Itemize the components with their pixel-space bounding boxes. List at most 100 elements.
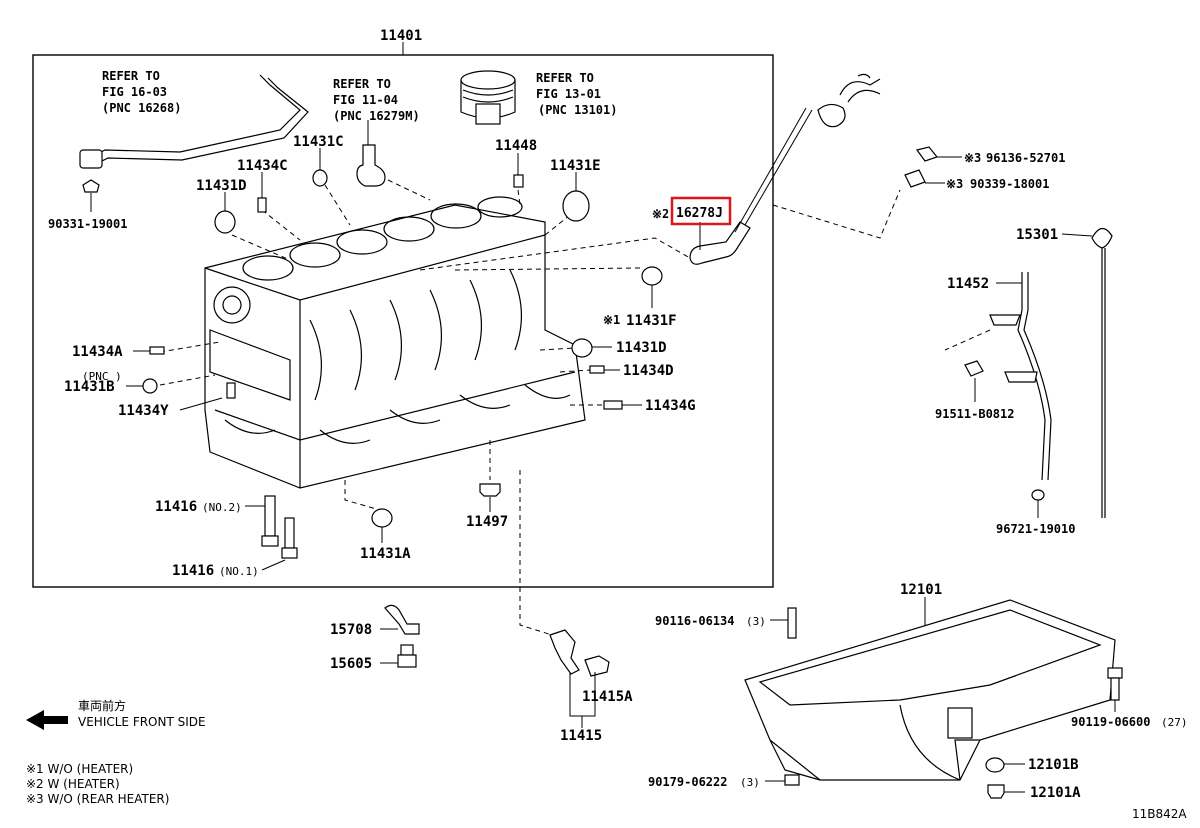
plug-11431C xyxy=(312,169,328,187)
cup-11431A xyxy=(371,508,393,528)
bolt-11416-no2 xyxy=(261,495,279,547)
pin-11434C xyxy=(257,197,267,213)
hose-elbow-16278J xyxy=(689,221,751,265)
label-11431D-top[interactable]: 11431D xyxy=(196,178,247,194)
pin-11434Y xyxy=(226,382,236,399)
label-90119-06600[interactable]: 90119-06600 xyxy=(1071,715,1150,729)
label-11416-no2[interactable]: 11416 xyxy=(155,499,197,515)
oil-pan-12101 xyxy=(744,599,1116,781)
dipstick-15301 xyxy=(1091,227,1113,518)
cup-11431F xyxy=(641,266,663,286)
arrow-left-icon xyxy=(26,710,68,730)
cup-11431B xyxy=(142,378,158,394)
label-11416-no2-suffix: (NO.2) xyxy=(202,501,242,514)
refer-pipe-16268 xyxy=(84,74,301,161)
front-side-english: VEHICLE FRONT SIDE xyxy=(78,715,206,729)
pin-11448 xyxy=(513,174,524,188)
drain-plug-12101A xyxy=(987,784,1005,799)
label-11434Y[interactable]: 11434Y xyxy=(118,403,169,419)
label-12101A[interactable]: 12101A xyxy=(1030,785,1081,801)
pin-11434D xyxy=(589,365,605,374)
label-15708[interactable]: 15708 xyxy=(330,622,372,638)
highlight-box-16278J xyxy=(670,196,732,226)
label-90339-18001[interactable]: 90339-18001 xyxy=(970,177,1049,191)
hose-clamp xyxy=(817,103,846,128)
mark-16278J: ※2 xyxy=(652,207,669,221)
front-side-japanese: 車両前方 xyxy=(78,698,126,713)
refer-text-2a: REFER TO xyxy=(333,77,391,91)
part-90339-18001 xyxy=(904,169,926,188)
refer-fitting-16279M xyxy=(356,144,386,187)
legend-item-2: ※2 W (HEATER) xyxy=(26,777,120,791)
label-11416-no1-suffix: (NO.1) xyxy=(219,565,259,578)
label-12101B[interactable]: 12101B xyxy=(1028,757,1079,773)
mark-11431F: ※1 xyxy=(603,313,620,327)
pin-11434G xyxy=(603,400,623,410)
label-16278J[interactable]: 16278J xyxy=(676,206,723,221)
label-96721-19010[interactable]: 96721-19010 xyxy=(996,522,1075,536)
label-91511-B0812[interactable]: 91511-B0812 xyxy=(935,407,1014,421)
plug-11431D-top xyxy=(214,210,236,234)
gasket-12101B xyxy=(985,757,1005,773)
label-11497[interactable]: 11497 xyxy=(466,514,508,530)
cup-11431D xyxy=(571,338,593,358)
label-90331-19001[interactable]: 90331-19001 xyxy=(48,217,127,231)
nut-90179-06222 xyxy=(784,774,800,786)
legend-item-3: ※3 W/O (REAR HEATER) xyxy=(26,792,169,806)
refer-text-3c: (PNC 13101) xyxy=(538,103,617,117)
guide-tube-11452 xyxy=(989,272,1052,481)
figure-code: 11B842A xyxy=(1132,807,1187,821)
bolt-91511-B0812 xyxy=(964,360,984,377)
label-11431A[interactable]: 11431A xyxy=(360,546,411,562)
refer-text-1c: (PNC 16268) xyxy=(102,101,181,115)
plug-11431E xyxy=(562,190,590,222)
cylinder-block-drawing xyxy=(204,196,586,489)
label-11434C[interactable]: 11434C xyxy=(237,158,288,174)
label-11434A[interactable]: 11434A xyxy=(72,344,123,360)
sensor-15708 xyxy=(384,604,420,635)
label-11431B[interactable]: 11431B xyxy=(64,379,115,395)
label-11434D[interactable]: 11434D xyxy=(623,363,674,379)
refer-text-1a: REFER TO xyxy=(102,69,160,83)
label-90119-qty: (27) xyxy=(1161,716,1188,729)
label-90179-06222[interactable]: 90179-06222 xyxy=(648,775,727,789)
mark-90339: ※3 xyxy=(946,177,963,191)
label-12101[interactable]: 12101 xyxy=(900,582,942,598)
label-11448[interactable]: 11448 xyxy=(495,138,537,154)
label-15301[interactable]: 15301 xyxy=(1016,227,1058,243)
pin-11434A xyxy=(149,346,165,355)
refer-text-3b[interactable]: FIG 13-01 xyxy=(536,87,601,101)
part-11415 xyxy=(549,629,580,675)
label-90179-qty: (3) xyxy=(740,776,760,789)
refer-text-3a: REFER TO xyxy=(536,71,594,85)
refer-piston-13101 xyxy=(460,70,516,125)
part-96136-52701 xyxy=(915,146,939,162)
label-11431D[interactable]: 11431D xyxy=(616,340,667,356)
label-11431E[interactable]: 11431E xyxy=(550,158,601,174)
plug-11497 xyxy=(479,483,501,497)
part-11415A xyxy=(584,655,610,677)
refer-text-1b[interactable]: FIG 16-03 xyxy=(102,85,167,99)
label-11415[interactable]: 11415 xyxy=(560,728,602,744)
label-11415A[interactable]: 11415A xyxy=(582,689,633,705)
label-11434G[interactable]: 11434G xyxy=(645,398,696,414)
label-96136-52701[interactable]: 96136-52701 xyxy=(986,151,1065,165)
refer-text-2b[interactable]: FIG 11-04 xyxy=(333,93,398,107)
o-ring-96721-19010 xyxy=(1031,489,1045,501)
pnc-note: (PNC ) xyxy=(82,370,122,383)
bolt-11416-no1 xyxy=(281,517,298,559)
mark-96136: ※3 xyxy=(964,151,981,165)
label-11431F[interactable]: 11431F xyxy=(626,313,677,329)
bolt-15605 xyxy=(397,644,417,668)
label-11416-no1[interactable]: 11416 xyxy=(172,563,214,579)
legend-item-1: ※1 W/O (HEATER) xyxy=(26,762,133,776)
label-11401[interactable]: 11401 xyxy=(380,28,422,44)
label-11431C[interactable]: 11431C xyxy=(293,134,344,150)
nut-90331-19001 xyxy=(82,179,100,193)
label-90116-06134[interactable]: 90116-06134 xyxy=(655,614,734,628)
label-11452[interactable]: 11452 xyxy=(947,276,989,292)
refer-text-2c: (PNC 16279M) xyxy=(333,109,420,123)
label-15605[interactable]: 15605 xyxy=(330,656,372,672)
stud-90116-06134 xyxy=(787,607,797,639)
